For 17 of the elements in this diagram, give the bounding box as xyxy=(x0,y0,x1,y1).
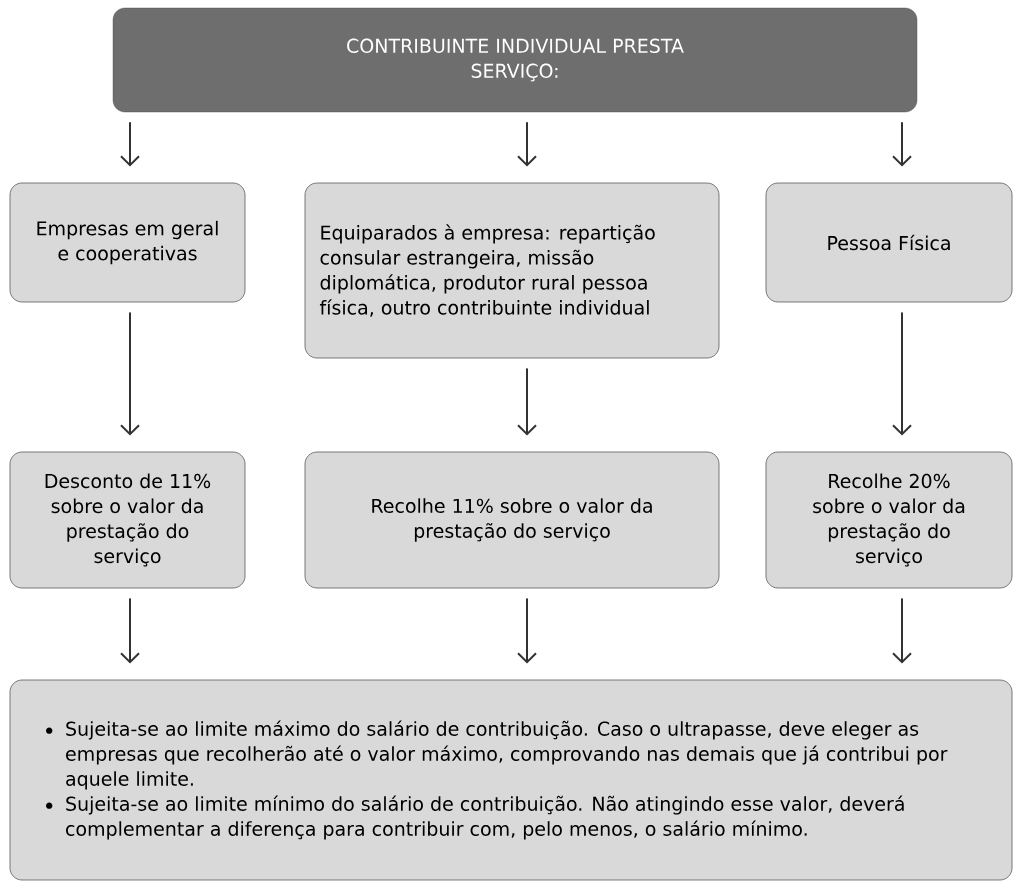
arrow xyxy=(517,367,537,436)
note-box: Sujeita-se ao limite máximo do salário de contribuição. Caso o ultrapasse, deve eleger as empresas que recolherão até o valor máximo, comprovando nas demais que já contribui por aquele limite. Sujeita-se ao limite mínimo do salário de contribuição. Não atingindo esse valor, deverá complementar a diferença para contribuir com, pelo menos, o salário mínimo. xyxy=(9,679,1013,881)
arrow xyxy=(120,597,140,664)
process-box: Recolhe 20% sobre o valor da prestação do serviço xyxy=(765,451,1013,589)
arrow xyxy=(892,121,912,167)
arrow xyxy=(892,311,912,436)
arrow xyxy=(120,121,140,167)
arrow xyxy=(892,597,912,664)
process-box: Desconto de 11% sobre o valor da prestação do serviço xyxy=(9,451,246,589)
process-box: Equiparados à empresa: repartição consular estrangeira, missão diplomática, produtor rural pessoa física, outro contribuinte individual xyxy=(304,182,720,359)
arrow xyxy=(517,121,537,167)
process-box: Pessoa Física xyxy=(765,182,1013,303)
arrow xyxy=(517,597,537,664)
title-box: CONTRIBUINTE INDIVIDUAL PRESTA SERVIÇO: xyxy=(112,7,918,113)
arrow xyxy=(120,311,140,436)
process-box: Recolhe 11% sobre o valor da prestação do serviço xyxy=(304,451,720,589)
process-box: Empresas em geral e cooperativas xyxy=(9,182,246,303)
